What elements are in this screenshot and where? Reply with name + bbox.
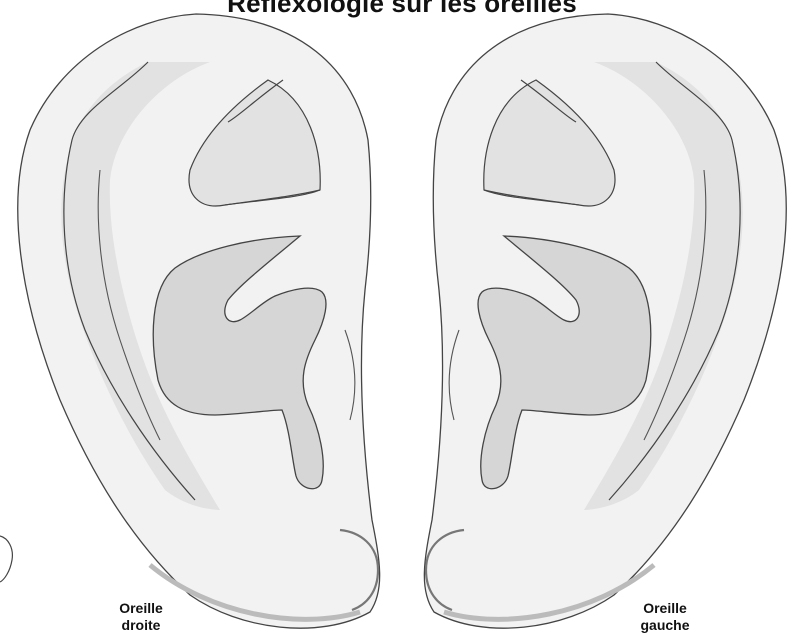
page-title: Réflexologie sur les oreilles: [0, 0, 804, 19]
cropped-fragment: [0, 536, 12, 582]
left-ear-label-line1: Oreille: [620, 600, 710, 617]
right-ear-label-line1: Oreille: [96, 600, 186, 617]
right-ear-label: Oreille droite: [96, 600, 186, 634]
right-ear-label-line2: droite: [96, 617, 186, 634]
right-ear: [18, 14, 380, 628]
left-ear-label-line2: gauche: [620, 617, 710, 634]
left-ear-label: Oreille gauche: [620, 600, 710, 634]
left-ear: [424, 14, 786, 628]
